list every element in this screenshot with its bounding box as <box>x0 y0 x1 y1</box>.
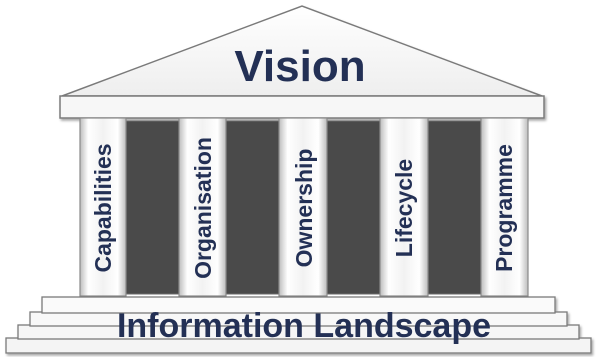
gap-3 <box>326 120 381 295</box>
foundation-title: Information Landscape <box>117 307 491 345</box>
pillar-shaft <box>480 117 529 297</box>
vision-title: Vision <box>234 42 365 91</box>
pillar-label: Ownership <box>291 149 317 268</box>
pillar-label: Lifecycle <box>391 159 417 257</box>
pillar-label: Organisation <box>190 137 216 279</box>
colonnade: Capabilities Organisation Ownership Life… <box>79 117 529 297</box>
pillar-programme: Programme <box>480 117 529 297</box>
gap-1 <box>125 120 180 295</box>
roof <box>59 5 545 119</box>
step-1 <box>41 296 556 314</box>
pillar-shaft <box>278 117 328 297</box>
pillar-shaft <box>379 117 429 297</box>
pillar-label: Capabilities <box>90 143 116 272</box>
gap-2 <box>225 120 280 295</box>
pillar-shaft <box>79 117 127 297</box>
pillar-label: Programme <box>491 144 517 272</box>
gap-4 <box>427 120 482 295</box>
pillar-organisation: Organisation <box>178 117 227 297</box>
pillar-ownership: Ownership <box>278 117 328 297</box>
foundation <box>5 296 592 354</box>
pillar-capabilities: Capabilities <box>79 117 127 297</box>
pillar-shaft <box>178 117 227 297</box>
entablature <box>59 95 545 119</box>
pillar-lifecycle: Lifecycle <box>379 117 429 297</box>
